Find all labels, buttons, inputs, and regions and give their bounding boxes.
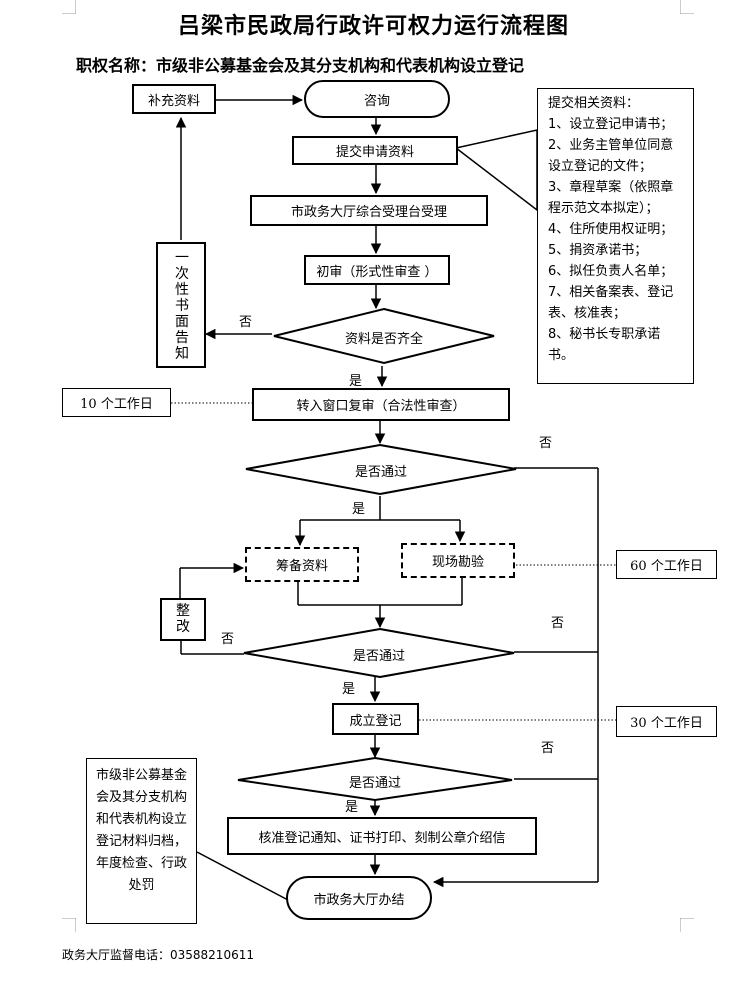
diamond-pass-2 xyxy=(243,627,515,679)
page-title: 吕梁市民政局行政许可权力运行流程图 xyxy=(177,13,569,39)
diamond-materials-complete-label: 资料是否齐全 xyxy=(344,332,423,347)
transfer-review-box: 转入窗口复审（合法性审查） xyxy=(252,388,510,421)
yes-label: 是 xyxy=(342,682,356,697)
yes-label: 是 xyxy=(349,374,363,389)
diamond-materials-complete xyxy=(273,307,495,365)
supervision-phone: 政务大厅监督电话：03588210611 xyxy=(62,948,254,962)
one-time-notice-label: 一次性书面告知 xyxy=(175,250,189,362)
page-subtitle: 职权名称：市级非公募基金会及其分支机构和代表机构设立登记 xyxy=(76,56,525,75)
duration-10-days: 10 个工作日 xyxy=(62,388,171,417)
diamond-pass-3-label: 是否通过 xyxy=(348,776,401,791)
no-label: 否 xyxy=(221,632,235,647)
materials-item: 7、相关备案表、登记表、核准表； xyxy=(548,285,674,321)
materials-heading: 提交相关资料： xyxy=(548,96,640,111)
finish-box: 市政务大厅办结 xyxy=(286,876,432,920)
supplement-box: 补充资料 xyxy=(132,84,216,114)
diamond-pass-1 xyxy=(245,443,517,496)
one-time-notice-box: 一次性书面告知 xyxy=(156,242,206,368)
no-label: 否 xyxy=(551,616,565,631)
no-label: 否 xyxy=(541,741,555,756)
materials-item: 5、捐资承诺书； xyxy=(548,243,648,258)
diamond-pass-2-label: 是否通过 xyxy=(352,649,405,664)
materials-item: 4、住所使用权证明； xyxy=(548,222,674,237)
materials-item: 6、拟任负责人名单； xyxy=(548,264,674,279)
materials-item: 1、设立登记申请书； xyxy=(548,117,674,132)
materials-note: 提交相关资料： 1、设立登记申请书； 2、业务主管单位同意设立登记的文件； 3、… xyxy=(537,88,694,384)
establish-box: 成立登记 xyxy=(332,703,419,735)
first-review-box: 初审（形式性审查 ） xyxy=(304,255,450,285)
materials-item: 3、章程草案（依照章程示范文本拟定）； xyxy=(548,180,674,216)
approve-box: 核准登记通知、证书打印、刻制公章介绍信 xyxy=(227,817,537,855)
no-label: 否 xyxy=(239,315,253,330)
no-label: 否 xyxy=(539,436,553,451)
consult-box: 咨询 xyxy=(304,80,450,118)
site-survey-box: 现场勘验 xyxy=(401,543,515,578)
materials-item: 8、秘书长专职承诺书。 xyxy=(548,327,661,363)
yes-label: 是 xyxy=(352,502,366,517)
hall-accept-box: 市政务大厅综合受理台受理 xyxy=(250,195,488,226)
submit-box: 提交申请资料 xyxy=(292,136,458,165)
rectify-box: 整改 xyxy=(160,598,206,641)
diamond-pass-3 xyxy=(237,756,513,802)
materials-item: 2、业务主管单位同意设立登记的文件； xyxy=(548,138,674,174)
duration-30-days: 30 个工作日 xyxy=(616,706,717,737)
prepare-box: 筹备资料 xyxy=(245,547,359,582)
archive-note: 市级非公募基金会及其分支机构和代表机构设立登记材料归档，年度检查、行政处罚 xyxy=(86,758,197,924)
yes-label: 是 xyxy=(345,800,359,815)
rectify-label: 整改 xyxy=(176,603,190,635)
duration-60-days: 60 个工作日 xyxy=(616,550,717,579)
diamond-pass-1-label: 是否通过 xyxy=(354,465,407,480)
